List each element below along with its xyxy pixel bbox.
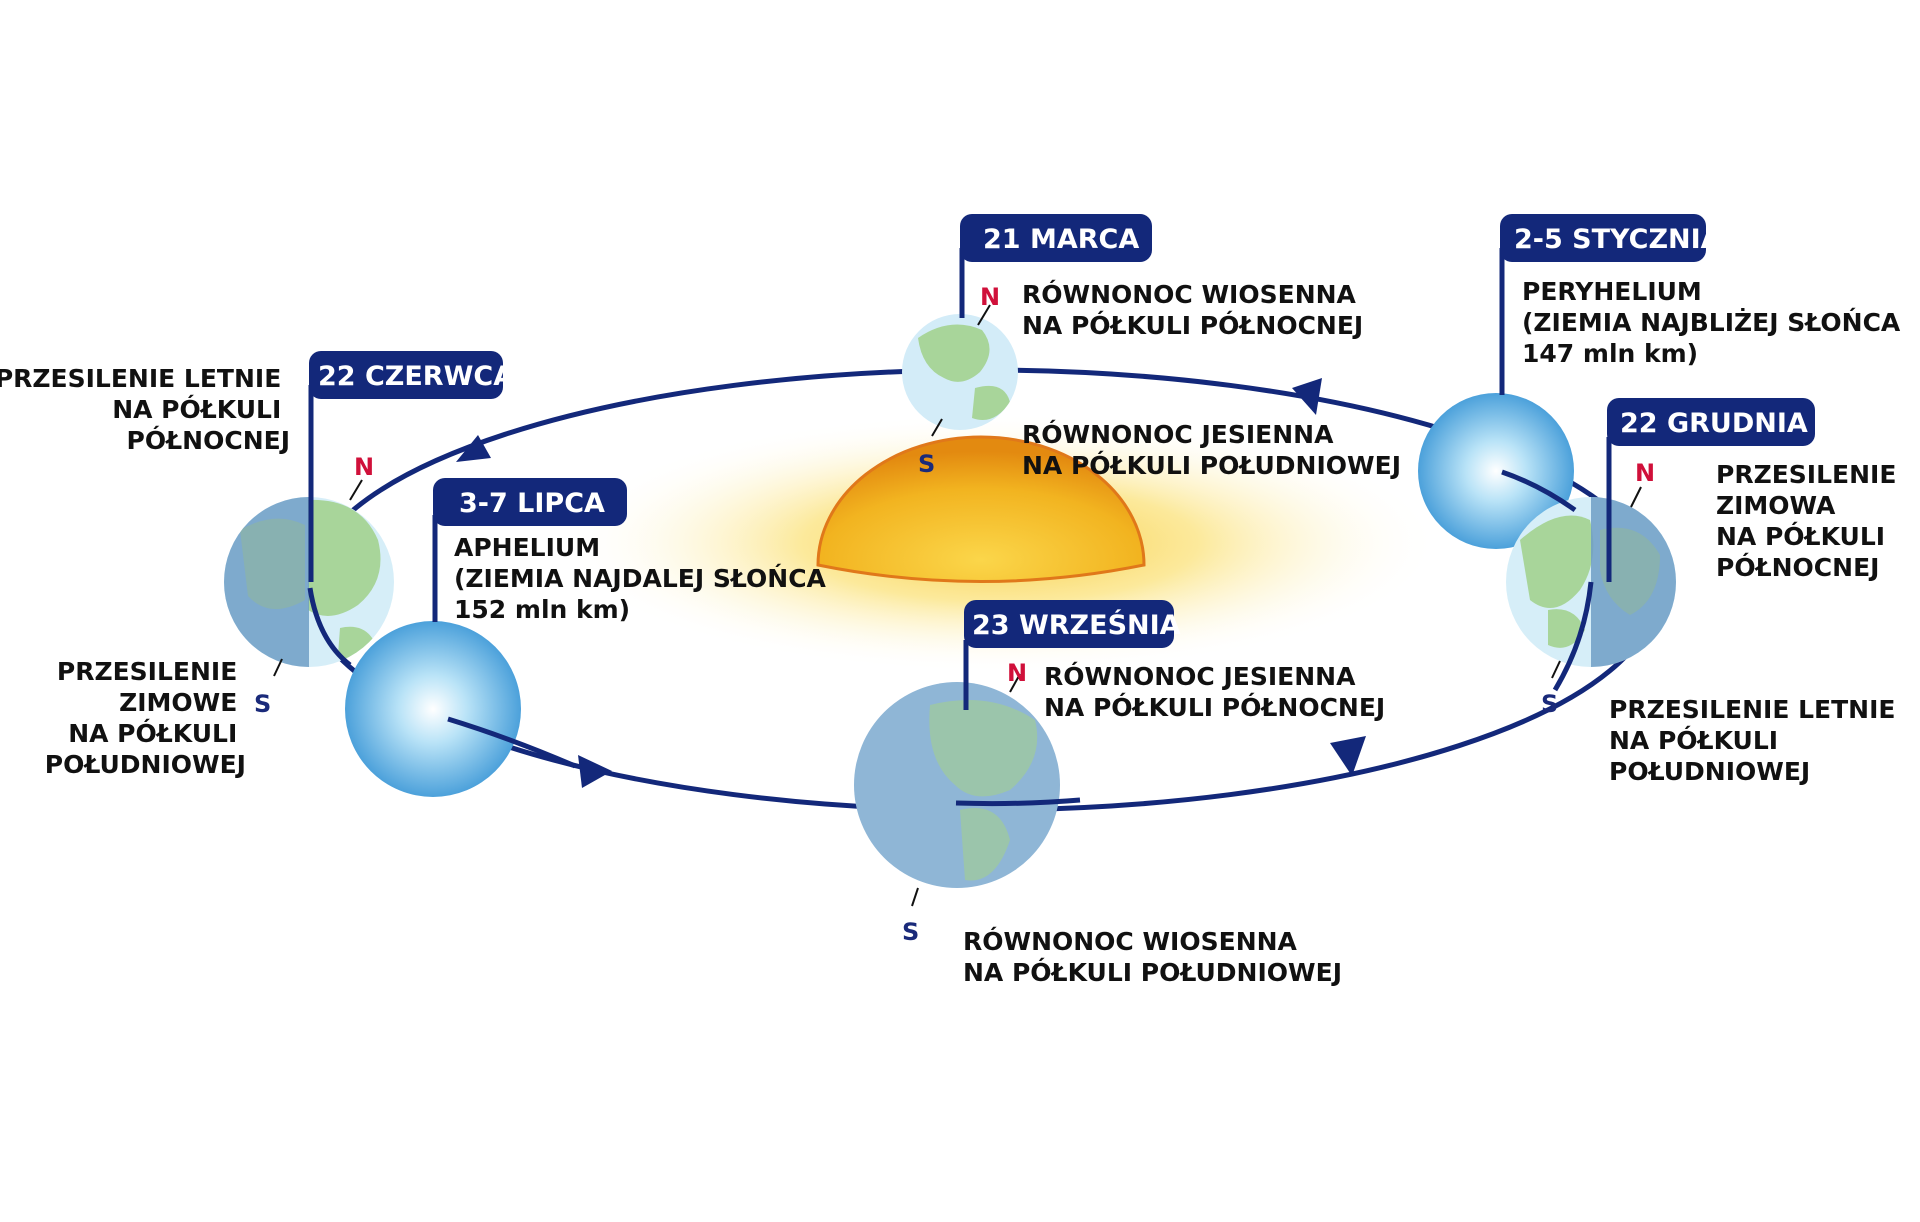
- label-perihelion: PERYHELIUM (ZIEMIA NAJBLIŻEJ SŁOŃCA 147 …: [1522, 277, 1909, 368]
- orbit-segment: [447, 716, 576, 769]
- label-june-north: PRZESILENIE LETNIE NA PÓŁKULI PÓŁNOCNEJ: [0, 364, 290, 455]
- north-pole-label: N: [980, 283, 1000, 311]
- svg-text:22 CZERWCA: 22 CZERWCA: [318, 361, 514, 392]
- label-march-top: RÓWNONOC WIOSENNA NA PÓŁKULI PÓŁNOCNEJ: [1022, 279, 1365, 340]
- label-june-south: PRZESILENIE ZIMOWE NA PÓŁKULI POŁUDNIOWE…: [45, 657, 246, 779]
- label-september-north: RÓWNONOC JESIENNA NA PÓŁKULI PÓŁNOCNEJ: [1044, 661, 1385, 722]
- south-pole-label: S: [1541, 690, 1558, 718]
- orbit-direction-arrow-icon: [1292, 378, 1322, 415]
- orbit-segment: [307, 587, 352, 667]
- svg-text:2-5 STYCZNIA: 2-5 STYCZNIA: [1514, 224, 1722, 255]
- label-aphelion: APHELIUM (ZIEMIA NAJDALEJ SŁOŃCA 152 mln…: [454, 533, 835, 624]
- south-pole-label: S: [918, 450, 935, 478]
- orbit-segment: [1552, 581, 1594, 692]
- orbit-direction-arrow-icon: [578, 755, 612, 788]
- date-tag-january: 2-5 STYCZNIA: [1499, 214, 1722, 395]
- orbit-direction-arrow-icon: [1330, 736, 1366, 776]
- orbit-direction-arrow-icon: [456, 435, 491, 462]
- date-tag-march: 21 MARCA: [959, 214, 1152, 318]
- south-pole-label: S: [254, 690, 271, 718]
- label-december-south: PRZESILENIE LETNIE NA PÓŁKULI POŁUDNIOWE…: [1609, 695, 1904, 786]
- date-tag-july: 3-7 LIPCA: [432, 478, 627, 622]
- date-tag-june: 22 CZERWCA: [308, 351, 514, 582]
- label-september-south: RÓWNONOC WIOSENNA NA PÓŁKULI POŁUDNIOWEJ: [963, 926, 1342, 987]
- earth-globe-september: [854, 673, 1060, 907]
- north-pole-label: N: [354, 453, 374, 481]
- orbit-segment: [1501, 469, 1577, 513]
- date-tag-december: 22 GRUDNIA: [1606, 398, 1815, 582]
- earth-globe-aphelion: [345, 621, 521, 797]
- date-tag-september: 23 WRZEŚNIA: [963, 600, 1181, 710]
- north-pole-label: N: [1007, 659, 1027, 687]
- north-pole-label: N: [1635, 459, 1655, 487]
- label-december-north: PRZESILENIE ZIMOWA NA PÓŁKULI PÓŁNOCNEJ: [1716, 460, 1905, 582]
- label-march-bottom: RÓWNONOC JESIENNA NA PÓŁKULI POŁUDNIOWEJ: [1022, 419, 1401, 480]
- svg-text:23 WRZEŚNIA: 23 WRZEŚNIA: [972, 609, 1181, 641]
- svg-text:3-7 LIPCA: 3-7 LIPCA: [459, 488, 605, 519]
- earth-globe-march: [902, 304, 1018, 437]
- svg-text:21 MARCA: 21 MARCA: [983, 224, 1139, 255]
- south-pole-label: S: [902, 918, 919, 946]
- sun-dome-icon: [816, 435, 1146, 583]
- orbit-segment: [955, 797, 1081, 807]
- earth-globe-perihelion: [1418, 393, 1574, 549]
- svg-text:22 GRUDNIA: 22 GRUDNIA: [1620, 408, 1808, 439]
